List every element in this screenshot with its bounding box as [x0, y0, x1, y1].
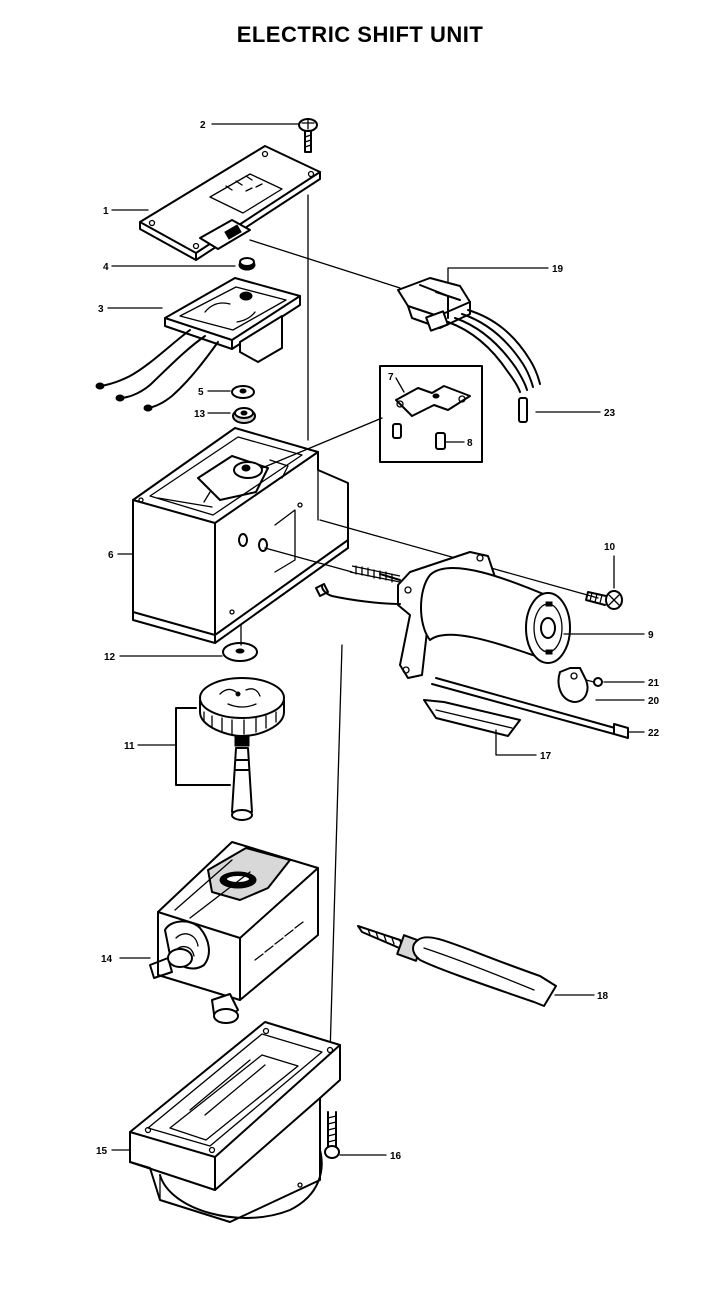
callout-10: 10 — [604, 542, 616, 553]
part-10-screw — [585, 590, 623, 610]
callout-16: 16 — [390, 1151, 402, 1162]
part-19-harness-connector — [397, 277, 541, 423]
callout-12: 12 — [104, 652, 116, 663]
part-4-grommet — [238, 257, 256, 271]
part-12-washer — [222, 642, 258, 662]
callout-20: 20 — [648, 696, 660, 707]
leader-6-to-9 — [264, 547, 353, 573]
callout-18: 18 — [597, 991, 609, 1002]
diagram-title: ELECTRIC SHIFT UNIT — [236, 22, 484, 47]
part-18-grease-tube — [357, 925, 557, 1007]
part-11-gear-and-shaft — [199, 677, 285, 821]
callout-labels: 2 1 4 3 5 13 6 12 11 14 15 16 18 17 22 2… — [96, 120, 660, 1162]
callout-7: 7 — [388, 372, 394, 383]
callout-5: 5 — [198, 387, 204, 398]
part-2-screw — [298, 118, 318, 153]
part-3-circuit-board — [95, 277, 301, 412]
part-22-cable-tie — [431, 677, 629, 739]
part-9-motor — [315, 551, 571, 679]
part-5-washer — [231, 385, 255, 399]
callout-1: 1 — [103, 206, 109, 217]
callout-8: 8 — [467, 438, 473, 449]
callout-23: 23 — [604, 408, 616, 419]
callout-19: 19 — [552, 264, 564, 275]
guide-line-lower — [329, 644, 343, 1056]
part-1-cover-plate — [139, 145, 321, 261]
part-17-packet — [423, 699, 521, 737]
callout-13: 13 — [194, 409, 206, 420]
callout-9: 9 — [648, 630, 654, 641]
part-21-screw — [585, 677, 603, 687]
part-15-base — [129, 1021, 341, 1223]
callout-17: 17 — [540, 751, 552, 762]
part-13-bushing — [232, 407, 256, 424]
callout-15: 15 — [96, 1146, 108, 1157]
callout-4: 4 — [103, 262, 109, 273]
callout-6: 6 — [108, 550, 114, 561]
callout-2: 2 — [200, 120, 206, 131]
part-14-gearbox — [149, 841, 319, 1024]
inset-bracket-and-pins — [379, 365, 483, 463]
callout-leaders — [107, 123, 645, 1156]
callout-11: 11 — [124, 741, 135, 752]
callout-21: 21 — [648, 678, 660, 689]
callout-22: 22 — [648, 728, 660, 739]
leader-1-to-19 — [249, 239, 401, 289]
part-20-clip — [557, 667, 589, 703]
bracket-11 — [175, 707, 231, 786]
part-16-bolt — [324, 1111, 340, 1159]
callout-3: 3 — [98, 304, 104, 315]
callout-14: 14 — [101, 954, 113, 965]
leader-7-to-6 — [261, 417, 383, 469]
part-6-housing — [132, 427, 349, 644]
